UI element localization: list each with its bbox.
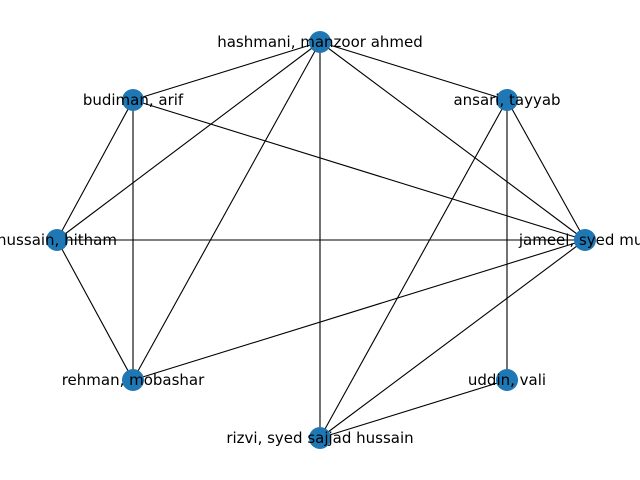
node-uddin [496, 369, 518, 391]
node-rizvi [309, 427, 331, 449]
edge-hashmani-rehman [132, 41, 321, 381]
edge-ansari-jameel [506, 99, 586, 241]
node-label-uddin: uddin, vali [468, 371, 546, 389]
edge-layer [56, 41, 586, 439]
node-label-rizvi: rizvi, syed sajjad hussain [226, 429, 413, 447]
edge-hussain-rehman [56, 239, 134, 381]
node-label-hussain: hussain, hitham [0, 231, 117, 249]
edge-hashmani-jameel [319, 41, 586, 241]
node-hussain [46, 229, 68, 251]
node-layer [46, 31, 596, 449]
edge-hashmani-budiman [132, 41, 321, 101]
node-label-hashmani: hashmani, manzoor ahmed [217, 33, 423, 51]
edge-ansari-rizvi [319, 99, 508, 439]
label-layer: hashmani, manzoor ahmed ansari, tayyab jam… [0, 33, 640, 447]
edge-budiman-jameel [132, 99, 586, 241]
node-jameel [574, 229, 596, 251]
node-label-rehman: rehman, mobashar [62, 371, 205, 389]
edge-hashmani-hussain [56, 41, 321, 241]
edge-jameel-rehman [132, 239, 586, 381]
node-budiman [122, 89, 144, 111]
node-rehman [122, 369, 144, 391]
edge-jameel-rizvi [319, 239, 586, 439]
node-ansari [496, 89, 518, 111]
node-label-jameel: jameel, syed mus [518, 231, 640, 249]
edge-hashmani-ansari [319, 41, 508, 101]
node-label-budiman: budiman, arif [83, 91, 184, 109]
node-label-ansari: ansari, tayyab [453, 91, 560, 109]
node-hashmani [309, 31, 331, 53]
edge-budiman-hussain [56, 99, 134, 241]
edge-rizvi-uddin [319, 379, 508, 439]
